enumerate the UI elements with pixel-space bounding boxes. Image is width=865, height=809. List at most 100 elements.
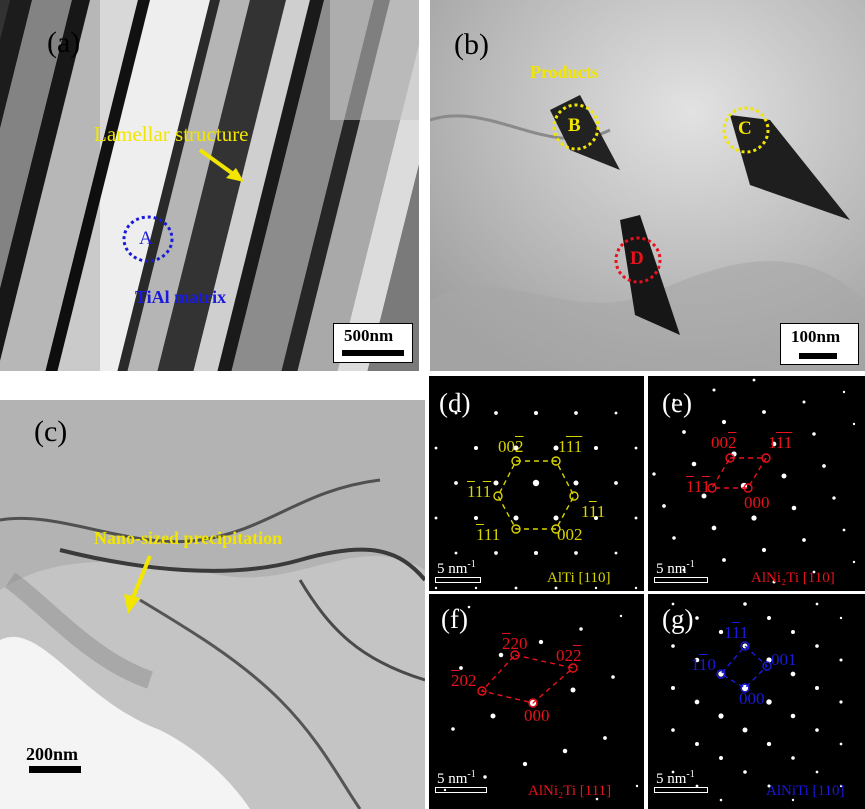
diffraction-pattern-g	[671, 602, 843, 802]
marked-spot-e	[743, 483, 753, 493]
index-d-5: 111	[581, 502, 606, 521]
spot-d-spot	[614, 481, 618, 485]
tem-image-a	[0, 0, 419, 371]
spot-d-spot	[434, 586, 438, 590]
circle-label-a: A	[139, 228, 153, 249]
spot-d-spot	[454, 411, 458, 415]
scale-text-c: 200nm	[26, 744, 79, 764]
spot-e-spot	[832, 496, 836, 500]
spot-g-spot	[791, 630, 795, 634]
spot-e-spot	[842, 390, 846, 394]
spot-e-spot	[682, 568, 686, 572]
spot-f-spot	[611, 675, 615, 679]
spot-e-spot	[672, 398, 676, 402]
spot-f-spot	[443, 788, 447, 792]
spot-g-spot	[767, 616, 771, 620]
annotation-products: Products	[530, 62, 599, 82]
index-d-6: 002	[557, 525, 583, 544]
index-f-4: 000	[524, 706, 550, 725]
spot-f-spot	[522, 761, 528, 767]
spot-e-spot	[822, 464, 826, 468]
spot-d-spot	[533, 410, 539, 416]
panel-f: (f) 220 022 202 000 5 nm-1 AlNi₂Ti [111]	[429, 594, 644, 809]
spot-d-spot	[614, 411, 618, 415]
spot-d-spot	[493, 480, 499, 486]
index-g-1: 111	[724, 623, 749, 642]
spot-g-spot	[839, 658, 843, 662]
spot-g-spot	[815, 644, 819, 648]
spot-d-spot	[513, 515, 519, 521]
marked-spot-d	[569, 491, 579, 501]
spot-d-spot	[573, 480, 579, 486]
spot-g-spot	[766, 699, 772, 705]
spot-d-spot	[553, 515, 559, 521]
spot-g-spot	[839, 742, 843, 746]
spot-f-spot	[498, 652, 504, 658]
spot-e-spot	[791, 505, 797, 511]
spot-d-spot	[473, 515, 479, 521]
spot-g-spot	[815, 602, 819, 606]
spot-e-spot	[762, 410, 766, 414]
scale-line-b	[799, 353, 837, 359]
spot-g-spot	[719, 756, 723, 760]
scale-line-a	[342, 350, 404, 356]
annotation-lamellar-structure: Lamellar structure	[94, 122, 249, 146]
spot-g-spot	[791, 798, 795, 802]
spot-d-spot	[514, 586, 518, 590]
scale-text-b: 100nm	[791, 327, 841, 346]
spot-e-spot	[652, 472, 656, 476]
spot-f-spot	[595, 797, 599, 801]
spot-f-spot	[483, 775, 487, 779]
scale-line-c	[29, 766, 81, 773]
panel-c: (c) Nano-sized precipitation 200nm	[0, 400, 425, 809]
spot-g-spot	[766, 657, 772, 663]
panel-c-label: (c)	[34, 415, 68, 448]
circle-label-d: D	[630, 248, 644, 269]
index-d-2: 111	[558, 437, 583, 456]
marked-spot-e	[707, 483, 717, 493]
diffraction-pattern-f	[443, 605, 639, 801]
zone-axis-g: AlNiTi [110]	[766, 783, 845, 799]
spot-d-spot	[513, 445, 519, 451]
scale-line-d	[435, 577, 481, 583]
spot-g-spot	[839, 784, 843, 788]
spot-g-spot	[839, 700, 843, 704]
spot-g-spot	[718, 713, 724, 719]
scale-text-d: 5 nm-1	[437, 559, 476, 577]
marked-spot-g	[740, 641, 750, 651]
spot-d-spot	[434, 446, 438, 450]
index-g-2: 001	[771, 650, 797, 669]
scale-line-e	[654, 577, 708, 583]
spot-e-spot	[852, 560, 856, 564]
spot-f-spot	[467, 605, 471, 609]
spot-e-spot	[842, 528, 846, 532]
marked-spot-d	[493, 491, 503, 501]
spot-d-spot	[494, 551, 498, 555]
spot-g-spot	[815, 770, 819, 774]
spot-d-spot	[554, 586, 558, 590]
panel-b-label: (b)	[454, 28, 489, 61]
spot-e-spot	[781, 473, 787, 479]
spot-g-spot	[671, 686, 675, 690]
arrow-icon	[198, 148, 244, 182]
spot-g-spot	[767, 784, 771, 788]
spot-e-spot	[672, 536, 676, 540]
marked-spot-f	[528, 698, 538, 708]
index-e-4: 000	[744, 493, 770, 512]
spot-g-spot	[695, 742, 699, 746]
spot-f-spot	[490, 713, 496, 719]
spot-d-spot	[593, 515, 599, 521]
cell-outline-e	[710, 457, 768, 489]
spot-f-spot	[451, 727, 455, 731]
panel-f-label: (f)	[441, 604, 468, 634]
spot-e-spot	[772, 580, 776, 584]
circle-marker-c	[722, 106, 770, 154]
spot-e-spot	[802, 400, 806, 404]
marked-spot-f	[510, 650, 520, 660]
spot-g-spot	[719, 798, 723, 802]
index-d-1: 002	[498, 437, 524, 456]
index-d-3: 111	[467, 482, 492, 501]
diffraction-pattern-e	[652, 378, 856, 584]
spot-e-spot	[691, 461, 697, 467]
panel-g: (g) 111 001 110 000 5 nm-1 AlNiTi [110]	[648, 594, 865, 809]
